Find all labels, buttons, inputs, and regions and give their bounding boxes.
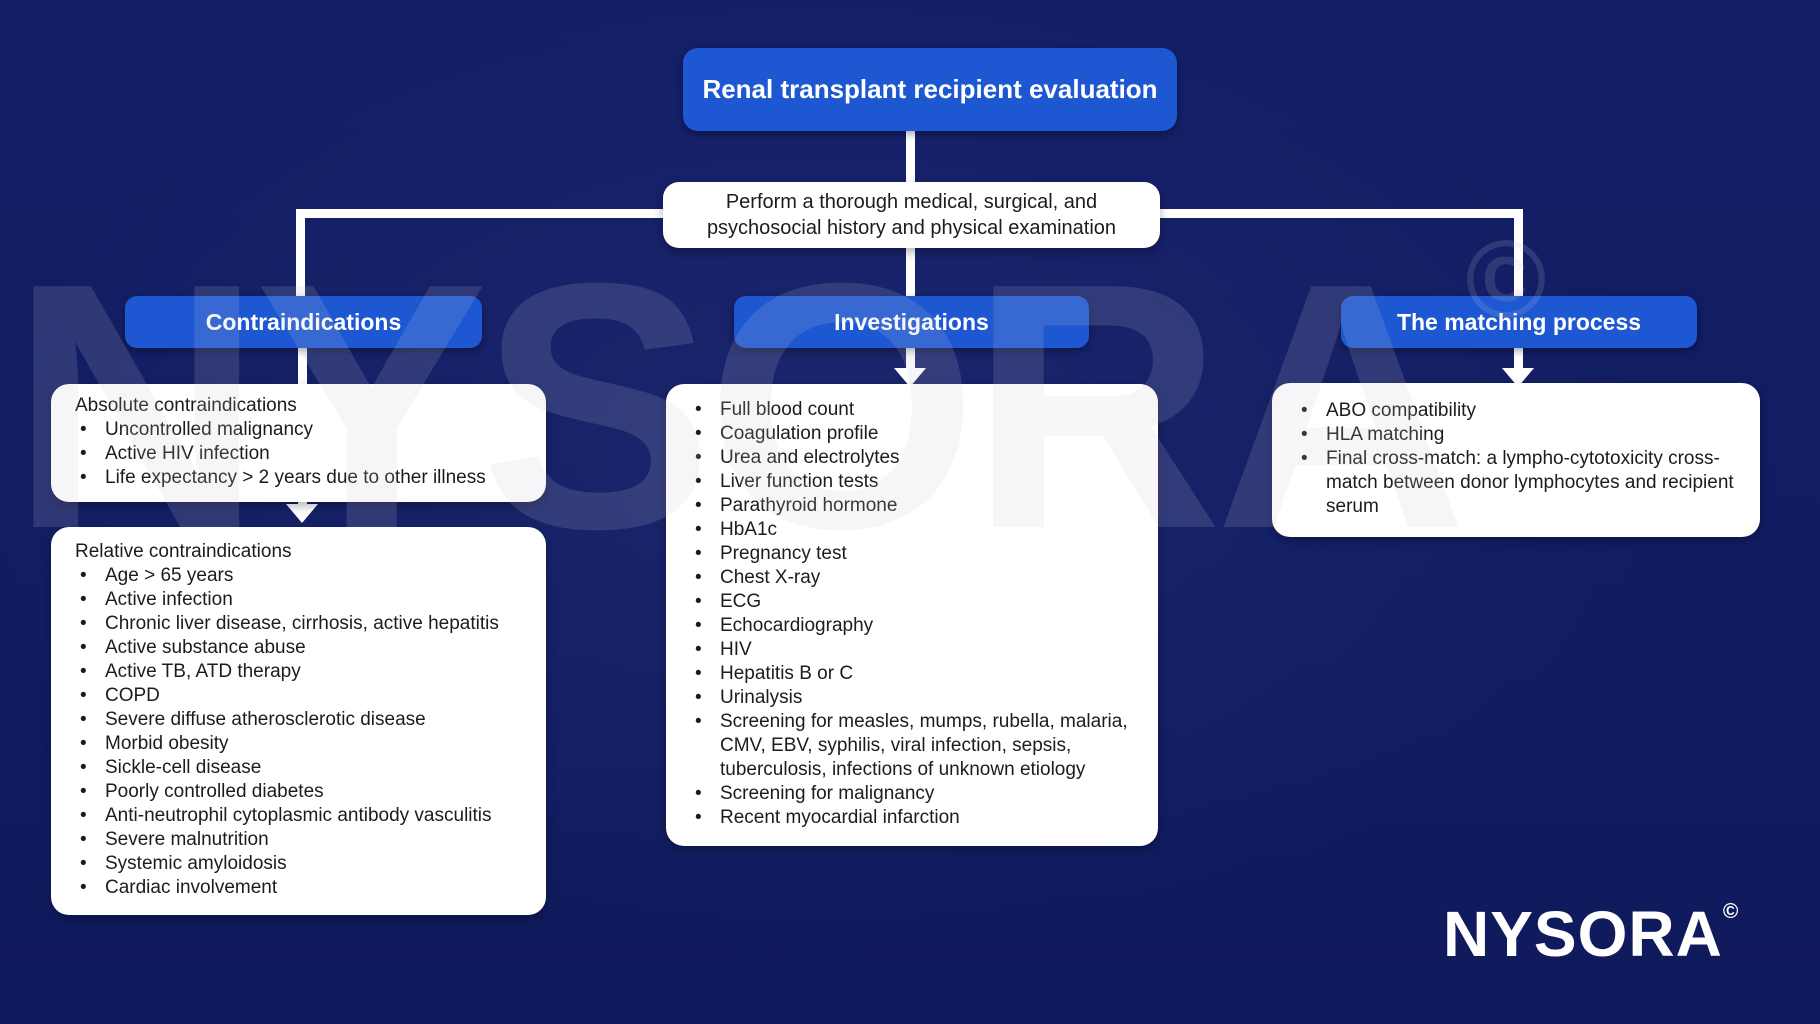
connector-to-matching [1514, 209, 1523, 300]
list-item: Coagulation profile [690, 422, 1134, 446]
list-item: Age > 65 years [75, 564, 522, 588]
list-item: COPD [75, 684, 522, 708]
arrow-head-matching [1502, 368, 1534, 387]
matching-process-box: ABO compatibilityHLA matchingFinal cross… [1272, 383, 1760, 537]
connector-horizontal-right [1155, 209, 1523, 218]
intro-text: Perform a thorough medical, surgical, an… [706, 191, 1117, 239]
list-item: Life expectancy > 2 years due to other i… [75, 466, 522, 490]
branch-node-contraindications: Contraindications [125, 296, 482, 348]
list-item: Screening for malignancy [690, 782, 1134, 806]
relative-contraindications-list: Age > 65 yearsActive infectionChronic li… [75, 564, 522, 900]
list-item: Sickle-cell disease [75, 756, 522, 780]
list-item: Uncontrolled malignancy [75, 418, 522, 442]
arrow-stem-investigations [906, 348, 915, 370]
list-item: HIV [690, 638, 1134, 662]
list-item: Severe diffuse atherosclerotic disease [75, 708, 522, 732]
list-item: Active TB, ATD therapy [75, 660, 522, 684]
list-item: ECG [690, 590, 1134, 614]
arrow-stem-matching [1514, 348, 1523, 370]
list-item: Systemic amyloidosis [75, 852, 522, 876]
root-node-renal-transplant-evaluation: Renal transplant recipient evaluation [683, 48, 1177, 131]
absolute-contraindications-box: Absolute contraindications Uncontrolled … [51, 384, 546, 502]
list-item: Cardiac involvement [75, 876, 522, 900]
relative-contraindications-box: Relative contraindications Age > 65 year… [51, 527, 546, 915]
connector-to-investigations [906, 246, 915, 300]
connector-to-contraindications [296, 209, 305, 299]
list-item: Morbid obesity [75, 732, 522, 756]
list-item: Pregnancy test [690, 542, 1134, 566]
arrow-head-absolute-to-relative [286, 504, 318, 523]
connector-root-to-intro [906, 129, 915, 185]
investigations-list: Full blood countCoagulation profileUrea … [690, 398, 1134, 830]
list-item: Urinalysis [690, 686, 1134, 710]
list-item: Active infection [75, 588, 522, 612]
list-item: Poorly controlled diabetes [75, 780, 522, 804]
list-item: Chronic liver disease, cirrhosis, active… [75, 612, 522, 636]
list-item: Screening for measles, mumps, rubella, m… [690, 710, 1134, 782]
connector-contraindications-to-absolute [298, 348, 307, 386]
matching-process-list: ABO compatibilityHLA matchingFinal cross… [1296, 399, 1736, 519]
branch-node-matching-process: The matching process [1341, 296, 1697, 348]
nysora-logo-text: NYSORA [1443, 898, 1723, 970]
arrow-head-investigations [894, 368, 926, 387]
absolute-contraindications-list: Uncontrolled malignancyActive HIV infect… [75, 418, 522, 490]
connector-horizontal-left [296, 209, 668, 218]
list-item: Liver function tests [690, 470, 1134, 494]
list-item: Recent myocardial infarction [690, 806, 1134, 830]
relative-contraindications-heading: Relative contraindications [75, 541, 292, 562]
list-item: Final cross-match: a lympho-cytotoxicity… [1296, 447, 1736, 519]
list-item: Full blood count [690, 398, 1134, 422]
list-item: Hepatitis B or C [690, 662, 1134, 686]
list-item: HLA matching [1296, 423, 1736, 447]
list-item: Chest X-ray [690, 566, 1134, 590]
nysora-logo-copyright-icon: © [1722, 900, 1739, 923]
list-item: Parathyroid hormone [690, 494, 1134, 518]
branch-contraindications-label: Contraindications [205, 308, 402, 335]
branch-matching-label: The matching process [1396, 308, 1642, 335]
nysora-logo: NYSORA© [1443, 901, 1738, 966]
absolute-contraindications-heading: Absolute contraindications [75, 395, 297, 416]
root-node-label: Renal transplant recipient evaluation [702, 74, 1158, 104]
intro-box: Perform a thorough medical, surgical, an… [663, 182, 1160, 248]
list-item: ABO compatibility [1296, 399, 1736, 423]
list-item: Anti-neutrophil cytoplasmic antibody vas… [75, 804, 522, 828]
list-item: HbA1c [690, 518, 1134, 542]
investigations-box: Full blood countCoagulation profileUrea … [666, 384, 1158, 846]
list-item: Urea and electrolytes [690, 446, 1134, 470]
branch-investigations-label: Investigations [834, 308, 989, 335]
list-item: Echocardiography [690, 614, 1134, 638]
list-item: Severe malnutrition [75, 828, 522, 852]
list-item: Active substance abuse [75, 636, 522, 660]
list-item: Active HIV infection [75, 442, 522, 466]
branch-node-investigations: Investigations [734, 296, 1089, 348]
